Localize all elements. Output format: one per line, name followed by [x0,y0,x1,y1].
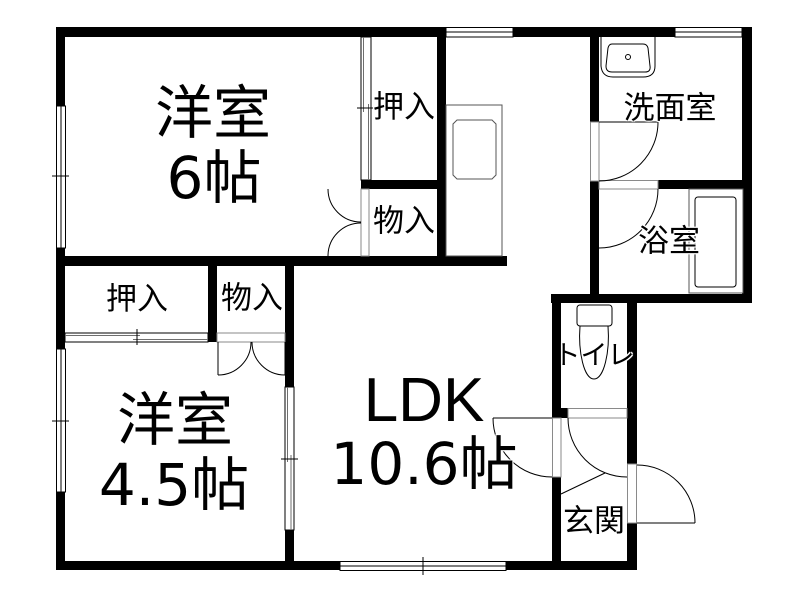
ldk-door-opening [552,417,562,478]
western-room-6-size: 6帖 [166,144,262,212]
storage-upper-opening [360,188,370,257]
wash-basin-icon [600,37,656,78]
storage-upper-double-door [327,188,362,257]
sliding-closet-door-upper [357,36,373,181]
bathroom-door-opening [598,180,659,190]
wall-closet-right [437,27,446,266]
storage-lower-double-door [217,341,286,376]
window-western-6-left [52,105,69,249]
toilet-label: トイレ [553,340,635,372]
washroom-label: 洗面室 [623,90,717,127]
western-room-4-5-size: 4.5帖 [98,451,250,519]
window-western-4-5-left [52,348,69,493]
washroom-door [598,121,659,182]
wall-bath-bottom [551,294,752,303]
entrance-step-line [560,472,606,495]
western-room-4-5-name: 洋室 [116,386,234,454]
wall-closet-divider [361,180,446,189]
toilet-door [567,417,628,478]
ldk-door [492,417,553,478]
window-kitchen-top [445,27,514,38]
western-room-6-name: 洋室 [154,79,272,147]
closet-lower-label: 押入 [106,281,168,318]
storage-lower-opening [216,332,286,343]
toilet-icon [576,304,613,380]
storage-upper-label: 物入 [373,203,435,240]
wall-top [56,27,752,37]
window-ldk-bottom [339,557,507,575]
bathtub-icon [688,188,744,294]
window-washroom-top [674,27,743,38]
entrance-door [636,464,696,524]
bathroom-door [598,188,659,249]
wall-middle-horizontal [56,256,507,266]
storage-lower-label: 物入 [221,280,283,317]
entrance-door-opening [627,463,637,524]
sliding-closet-door-lower [64,329,209,345]
window-ldk-left [281,386,298,531]
ldk-name: LDK [363,366,485,435]
wall-lower-closet-divider [208,256,217,342]
bathroom-label: 浴室 [638,223,700,260]
ldk-size: 10.6帖 [330,430,518,498]
kitchen-counter-sink-icon [445,104,503,257]
wall-left [56,27,65,570]
closet-upper-label: 押入 [373,89,435,126]
wall-entrance-right [627,294,637,570]
wall-right [742,27,752,303]
entrance-label: 玄関 [563,503,625,540]
toilet-door-opening [567,408,628,419]
washroom-door-opening [590,121,600,182]
wall-washroom-bath-divider [590,180,752,189]
